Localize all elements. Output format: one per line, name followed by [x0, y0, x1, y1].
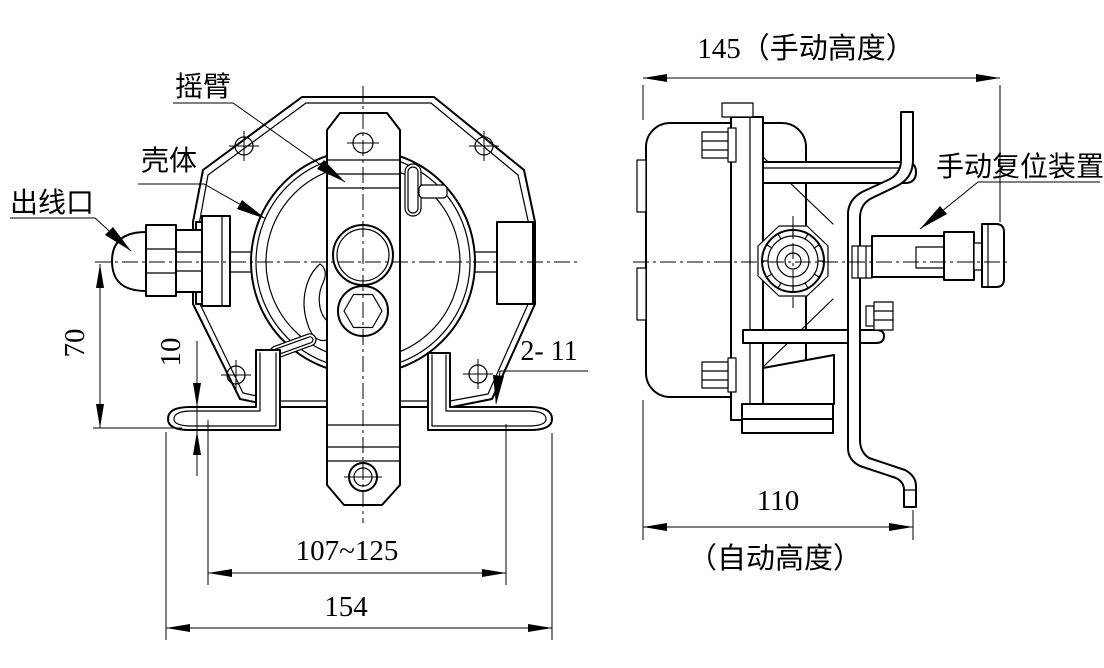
- lower-arm-bar: [742, 329, 885, 344]
- knurled-knob: [757, 225, 829, 297]
- dim-145: 145（手动高度）: [642, 32, 1001, 222]
- dim-10-text: 10: [155, 338, 187, 367]
- cable-gland: [111, 215, 231, 307]
- label-rocker-arm-text: 摇臂: [175, 71, 231, 103]
- dim-70: 70: [59, 264, 182, 429]
- cover-cone: [741, 156, 835, 434]
- reset-plunger: [851, 223, 1005, 288]
- reset-bracket: [847, 111, 917, 508]
- front-centerlines: [95, 86, 580, 523]
- upper-arm-bar: [762, 161, 917, 184]
- label-holes-text: 2- 11: [520, 336, 577, 367]
- label-holes: 2- 11: [493, 336, 588, 405]
- dim-154: 154: [165, 432, 553, 640]
- label-rocker-arm: 摇臂: [173, 71, 346, 183]
- label-manual-reset-text: 手动复位装置: [936, 151, 1104, 183]
- label-manual-reset: 手动复位装置: [919, 151, 1104, 230]
- dim-70-text: 70: [59, 329, 91, 358]
- front-view: 70 10 107~125 154 摇臂: [10, 71, 588, 640]
- side-housing: [636, 122, 807, 398]
- dim-107-125-text: 107~125: [296, 535, 399, 567]
- dim-145-text: 145（手动高度）: [697, 32, 915, 65]
- label-wire-outlet-text: 出线口: [10, 187, 94, 219]
- side-centerlines: [633, 216, 1008, 308]
- dim-110: 110 （自动高度）: [642, 400, 914, 575]
- label-housing-text: 壳体: [141, 145, 197, 177]
- side-view: 145（手动高度） 110 （自动高度） 手动复位装置: [633, 32, 1104, 575]
- right-foot-bracket: [427, 352, 553, 431]
- dim-110-note-text: （自动高度）: [688, 542, 862, 575]
- dim-154-text: 154: [324, 591, 368, 623]
- plate-corner-holes: [221, 131, 499, 390]
- t-slot: [404, 163, 448, 217]
- label-housing: 壳体: [138, 145, 267, 220]
- housing-bolts: [701, 127, 737, 393]
- dim-10: 10: [155, 338, 201, 476]
- label-wire-outlet: 出线口: [10, 187, 132, 252]
- dim-107-125: 107~125: [207, 420, 507, 585]
- dim-110-text: 110: [757, 485, 799, 517]
- right-side-boss: [475, 221, 534, 305]
- left-foot-bracket: [167, 349, 281, 431]
